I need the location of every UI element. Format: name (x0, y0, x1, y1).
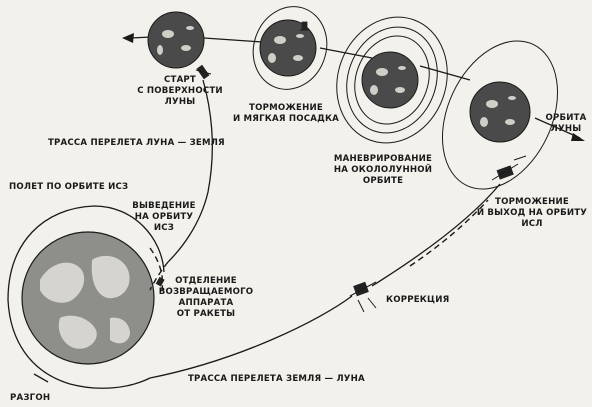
moon-icon (336, 16, 448, 144)
earth-orbit-path (7, 205, 165, 301)
svg-text:ВОЗВРАЩАЕМОГО: ВОЗВРАЩАЕМОГО (159, 287, 254, 297)
moon-orbit-line (122, 33, 585, 141)
moon-icon (441, 40, 559, 190)
svg-text:СТАРТ: СТАРТ (164, 75, 196, 85)
svg-text:ОРБИТЕ: ОРБИТЕ (363, 176, 403, 186)
moon-icon (252, 6, 328, 90)
svg-text:ЛУНЫ: ЛУНЫ (165, 97, 196, 107)
label-correction: КОРРЕКЦИЯ (386, 295, 449, 305)
spacecraft-icon (300, 21, 310, 31)
svg-text:ОРБИТА: ОРБИТА (545, 113, 586, 123)
svg-text:С ПОВЕРХНОСТИ: С ПОВЕРХНОСТИ (137, 86, 223, 96)
svg-text:ИСЛ: ИСЛ (521, 219, 542, 229)
spacecraft-icon (491, 155, 527, 181)
label-acceleration: РАЗГОН (10, 393, 50, 403)
label-insertion: ВЫВЕДЕНИЕ НА ОРБИТУ ИСЗ (132, 201, 195, 233)
svg-text:И ВЫХОД НА ОРБИТУ: И ВЫХОД НА ОРБИТУ (477, 208, 587, 218)
label-start: СТАРТ С ПОВЕРХНОСТИ ЛУНЫ (137, 75, 223, 107)
arrow-icon (122, 33, 134, 43)
svg-text:МАНЕВРИРОВАНИЕ: МАНЕВРИРОВАНИЕ (334, 154, 432, 164)
spacecraft-icon (349, 281, 377, 313)
svg-text:НА ОРБИТУ: НА ОРБИТУ (135, 212, 194, 222)
earth-moon-trajectory (149, 295, 353, 379)
earth-orbit-dashed (149, 247, 164, 291)
arrow-icon (571, 133, 585, 141)
label-maneuvering: МАНЕВРИРОВАНИЕ НА ОКОЛОЛУННОЙ ОРБИТЕ (334, 154, 432, 186)
spacecraft-icon (155, 276, 165, 287)
label-moon-orbit: ОРБИТА ЛУНЫ (545, 113, 586, 134)
moon-earth-trajectory (167, 79, 213, 263)
acceleration-arc (7, 299, 151, 389)
spacecraft-icon (195, 64, 212, 80)
label-soft-landing: ТОРМОЖЕНИЕ И МЯГКАЯ ПОСАДКА (233, 103, 339, 124)
svg-text:ИСЗ: ИСЗ (154, 223, 174, 233)
svg-text:ВЫВЕДЕНИЕ: ВЫВЕДЕНИЕ (132, 201, 195, 211)
label-earth-moon-path: ТРАССА ПЕРЕЛЕТА ЗЕМЛЯ — ЛУНА (188, 374, 365, 384)
svg-text:ТОРМОЖЕНИЕ: ТОРМОЖЕНИЕ (495, 197, 569, 207)
moon-icon (147, 11, 205, 69)
svg-text:ОТ РАКЕТЫ: ОТ РАКЕТЫ (177, 309, 236, 319)
svg-text:И МЯГКАЯ ПОСАДКА: И МЯГКАЯ ПОСАДКА (233, 114, 339, 124)
label-separation: ОТДЕЛЕНИЕ ВОЗВРАЩАЕМОГО АППАРАТА ОТ РАКЕ… (159, 276, 254, 319)
svg-text:ОТДЕЛЕНИЕ: ОТДЕЛЕНИЕ (175, 276, 237, 286)
label-earth-orbit-flight: ПОЛЕТ ПО ОРБИТЕ ИСЗ (9, 182, 128, 192)
svg-text:ТОРМОЖЕНИЕ: ТОРМОЖЕНИЕ (249, 103, 323, 113)
svg-text:АППАРАТА: АППАРАТА (179, 298, 234, 308)
svg-text:НА ОКОЛОЛУННОЙ: НА ОКОЛОЛУННОЙ (334, 163, 432, 175)
label-moon-earth-path: ТРАССА ПЕРЕЛЕТА ЛУНА — ЗЕМЛЯ (48, 138, 225, 148)
svg-text:ЛУНЫ: ЛУНЫ (551, 124, 582, 134)
label-braking-ism: ТОРМОЖЕНИЕ И ВЫХОД НА ОРБИТУ ИСЛ (477, 197, 587, 229)
earth-icon (21, 231, 155, 365)
